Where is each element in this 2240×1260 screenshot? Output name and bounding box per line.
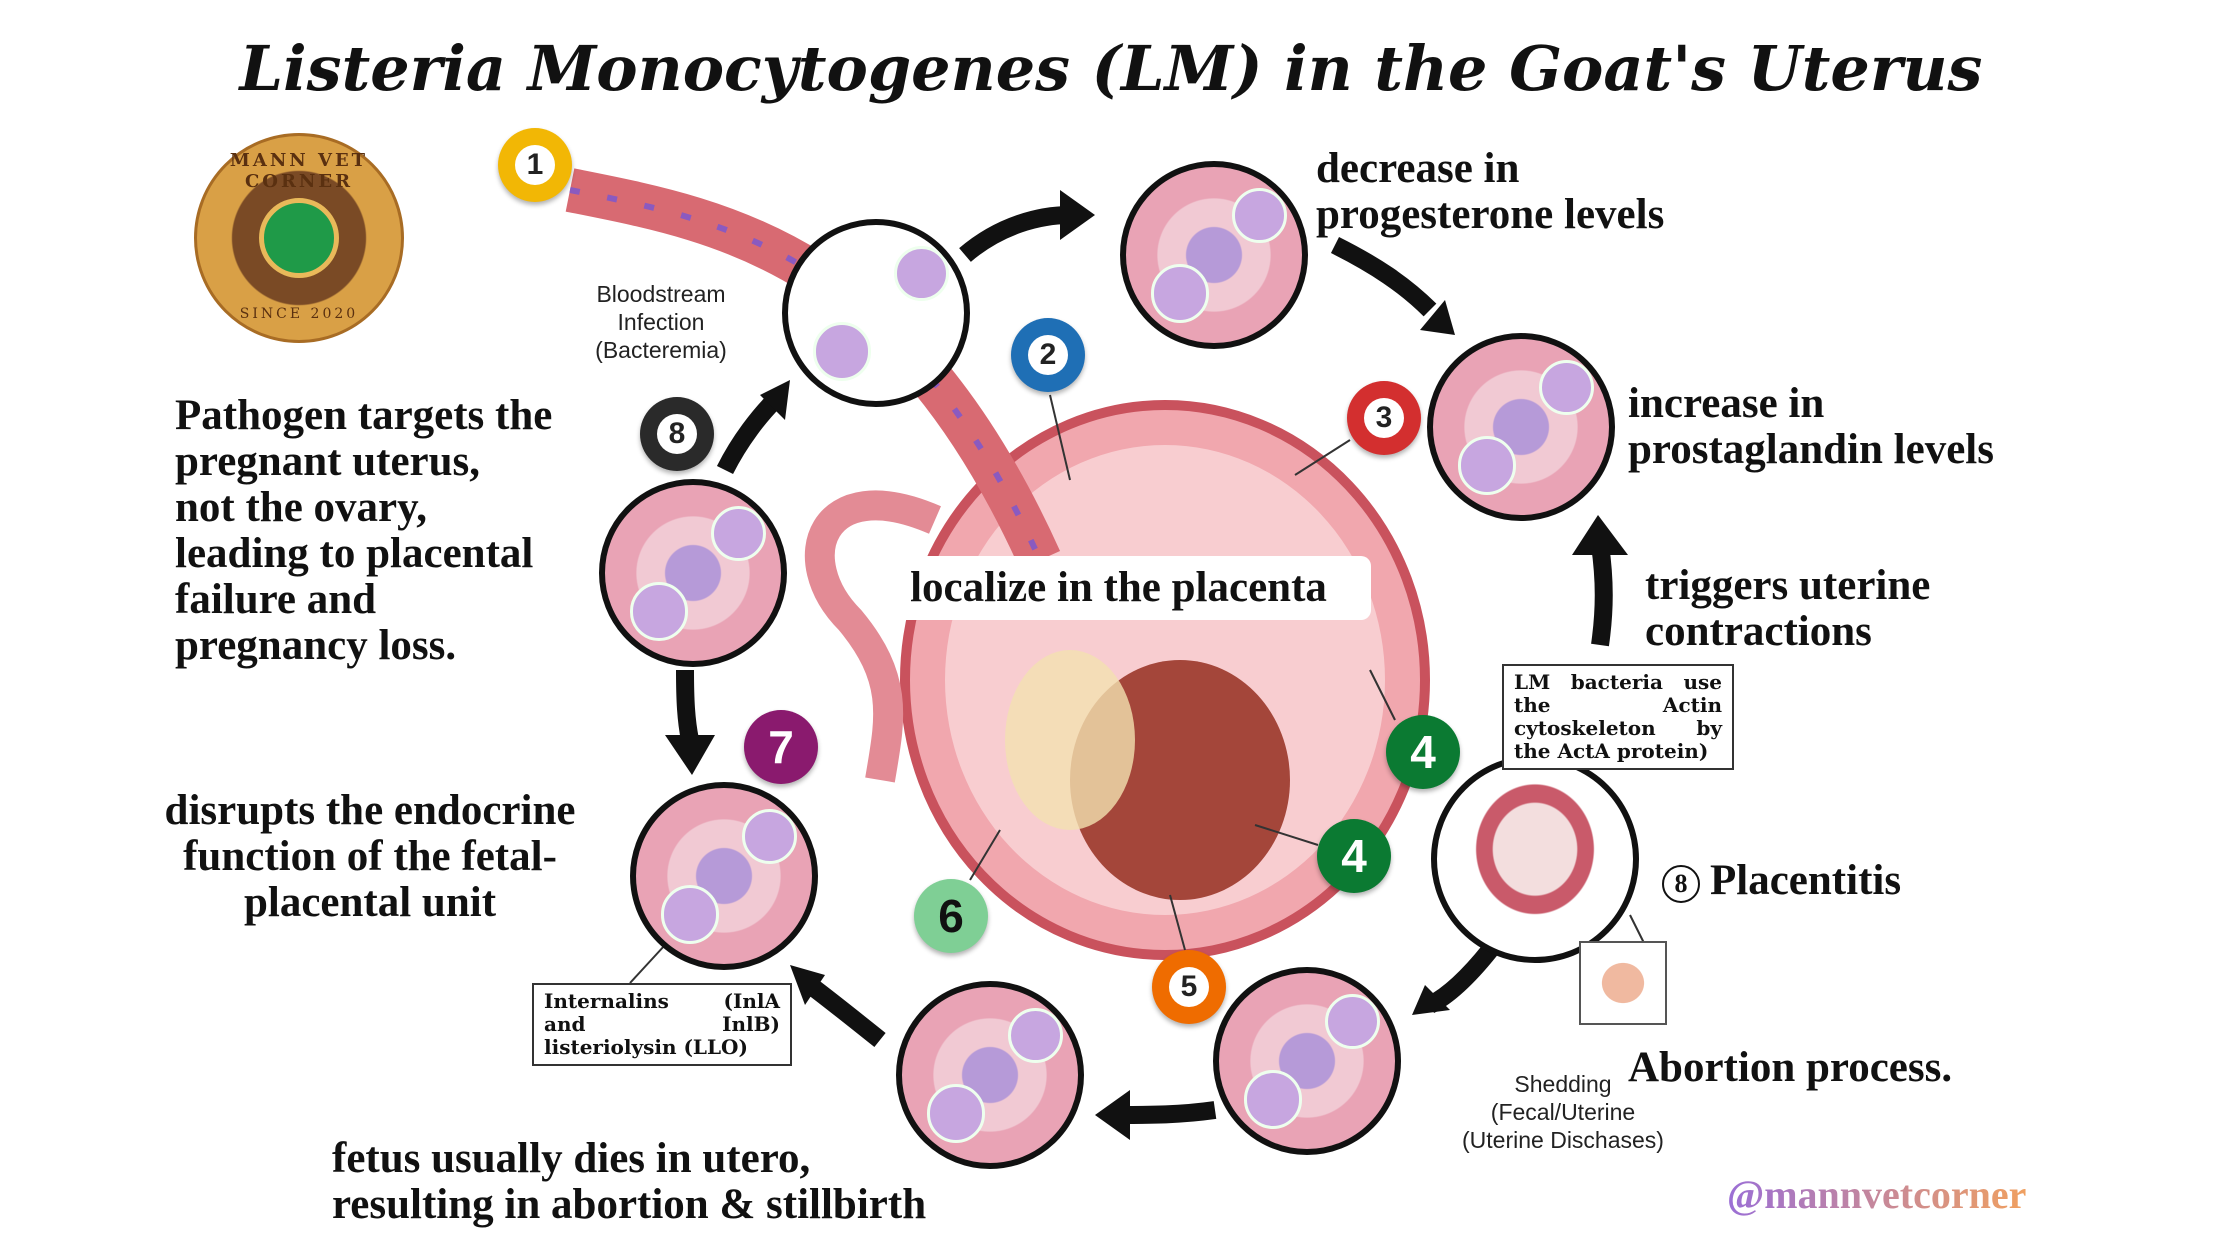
- shedding-label: Shedding(Fecal/Uterine(Uterine Dischases…: [1462, 1071, 1664, 1153]
- step-badge-4a: 4: [1386, 715, 1460, 789]
- prostaglandin-cell-circle: [1427, 333, 1615, 521]
- pathogen-cell-circle: [599, 479, 787, 667]
- step-badge-1: 1: [498, 128, 572, 202]
- bloodstream-circle: [782, 219, 970, 407]
- step-badge-3: 3: [1347, 381, 1421, 455]
- embryo-image: [1579, 941, 1667, 1025]
- logo: MANN VET CORNER SINCE 2020: [194, 133, 404, 343]
- progesterone-cell-circle: [1120, 161, 1308, 349]
- endocrine-cell-circle: [630, 782, 818, 970]
- leader-lines: [629, 394, 1646, 984]
- page-title: Listeria Monocytogenes (LM) in the Goat'…: [239, 32, 1983, 105]
- fetus-cell-circle: [896, 981, 1084, 1169]
- social-handle: @mannvetcorner: [1727, 1172, 2027, 1217]
- fetus-label: fetus usually dies in utero,resulting in…: [332, 1135, 927, 1228]
- fetal-sac: [1005, 650, 1135, 830]
- paw-heart-icon: [259, 198, 339, 278]
- step-badge-4b: 4: [1317, 819, 1391, 893]
- placentitis-photo-circle: [1431, 755, 1639, 963]
- actin-note-box: LM bacteria use the Actin cytoskeleton b…: [1502, 664, 1734, 770]
- arrowheads: [665, 190, 1628, 1140]
- step-badge-5: 5: [1152, 950, 1226, 1024]
- step-badge-8: 8: [640, 397, 714, 471]
- step-badge-2: 2: [1011, 318, 1085, 392]
- internalins-note-box: Internalins (InlA and InlB) listeriolysi…: [532, 983, 792, 1066]
- abortion-label: Abortion process.: [1628, 1044, 1953, 1091]
- abortion-cell-circle: [1213, 967, 1401, 1155]
- step-badge-6: 6: [914, 879, 988, 953]
- step-badge-7: 7: [744, 710, 818, 784]
- localize-label: localize in the placenta: [866, 556, 1371, 620]
- uterine-horn: [804, 490, 941, 783]
